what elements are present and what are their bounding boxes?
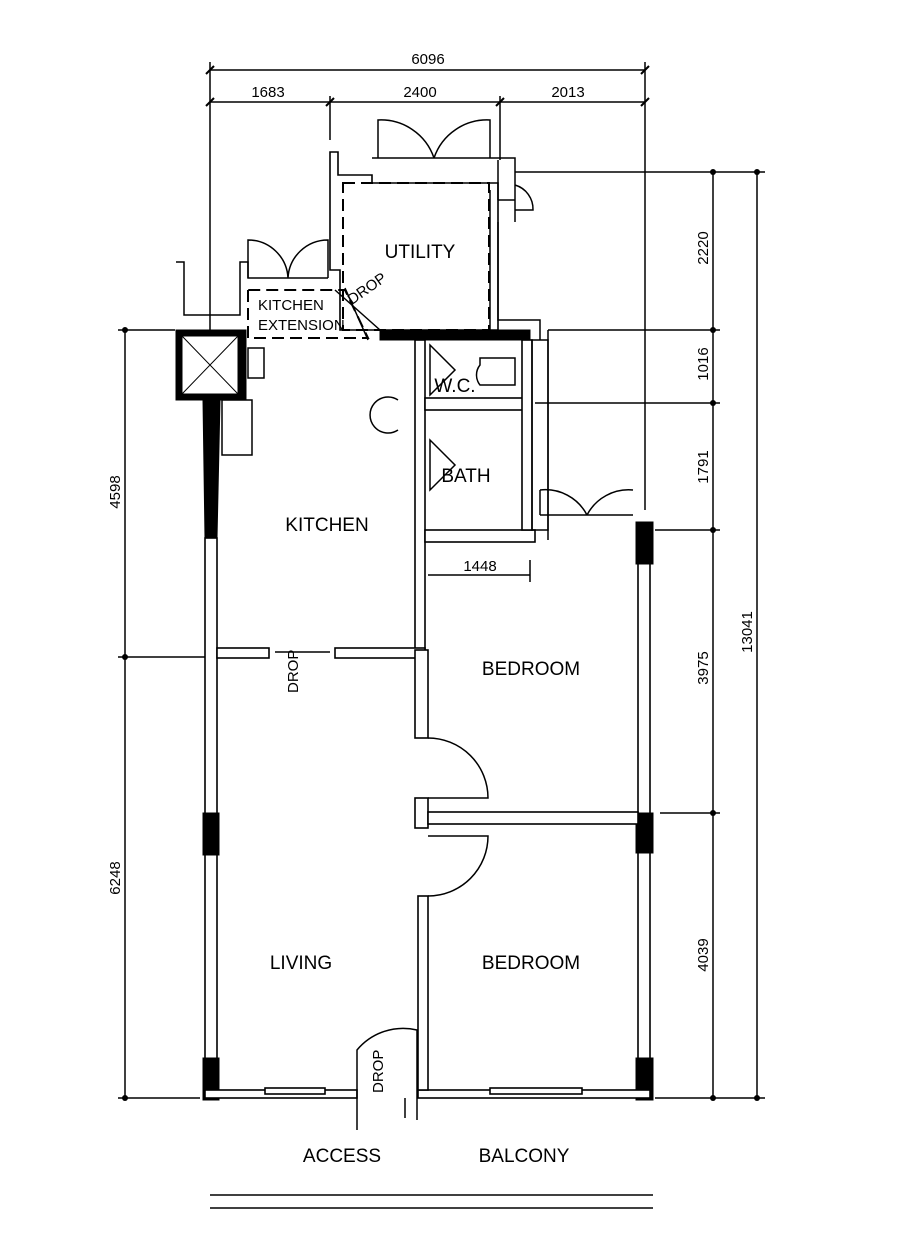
dim-bedroom-width: 1448	[463, 558, 496, 575]
access-label: ACCESS	[303, 1146, 381, 1167]
dim-overall-depth: 13041	[739, 611, 756, 653]
room-utility: UTILITY	[385, 242, 456, 263]
room-living: LIVING	[270, 953, 332, 974]
room-bath: BATH	[441, 466, 490, 487]
dim-top-2: 2400	[403, 84, 436, 101]
dim-right-4: 3975	[695, 651, 712, 684]
room-kitchen: KITCHEN	[285, 515, 368, 536]
dim-right-1: 2220	[695, 231, 712, 264]
walls	[175, 151, 654, 1101]
corridor-lines	[210, 1194, 653, 1209]
dim-top-1: 1683	[251, 84, 284, 101]
room-wc: W.C.	[434, 376, 475, 397]
room-kitchen-extension-line1: KITCHEN	[258, 297, 324, 314]
drop-kitchen-label: DROP	[285, 650, 302, 693]
room-kitchen-extension-line2: EXTENSION	[258, 317, 345, 334]
room-bedroom-1: BEDROOM	[482, 659, 580, 680]
drop-access-label: DROP	[370, 1050, 387, 1093]
dim-right-3: 1791	[695, 450, 712, 483]
dim-overall-width: 6096	[411, 51, 444, 68]
dim-top-3: 2013	[551, 84, 584, 101]
room-bedroom-2: BEDROOM	[482, 953, 580, 974]
dimension-lines	[118, 62, 765, 1101]
dim-left-1: 4598	[107, 475, 124, 508]
doors	[247, 119, 534, 1130]
dim-right-5: 4039	[695, 938, 712, 971]
balcony-label: BALCONY	[479, 1146, 570, 1167]
dim-left-2: 6248	[107, 861, 124, 894]
dim-right-2: 1016	[695, 347, 712, 380]
